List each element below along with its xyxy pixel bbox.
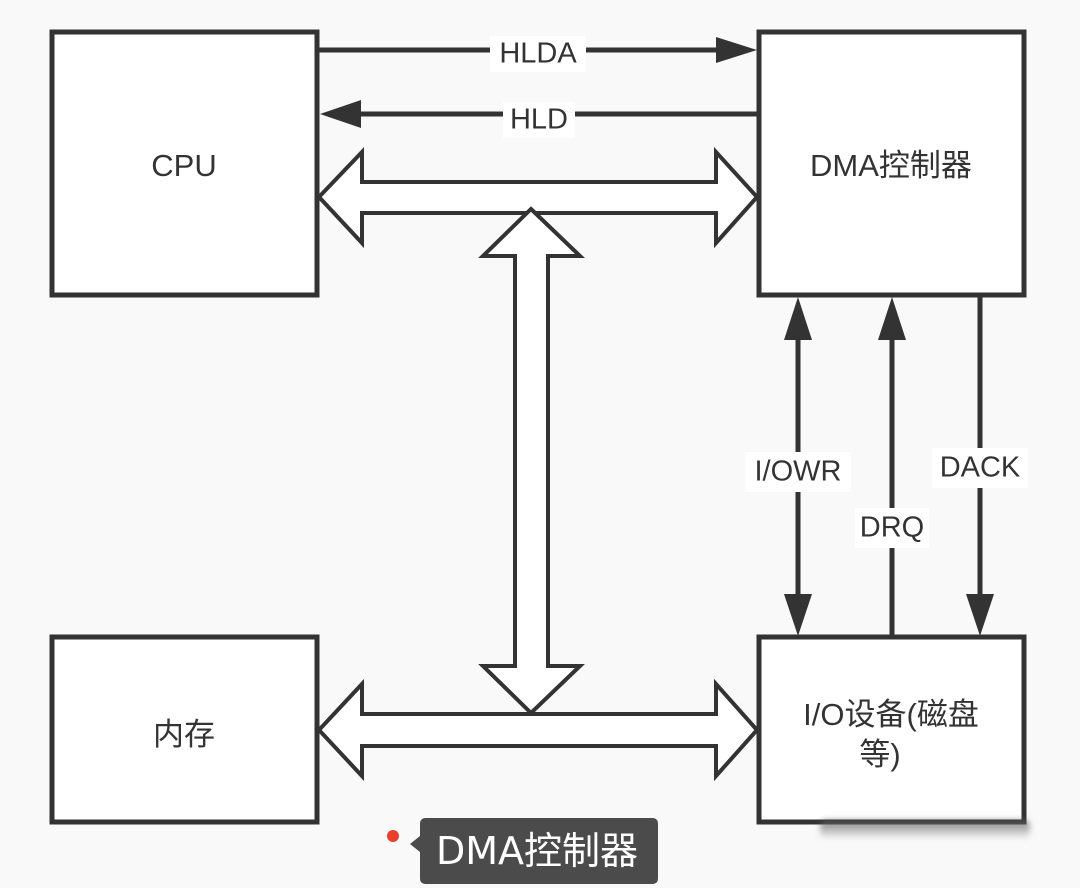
io-box [756,634,1027,825]
io-label-line2: 等) [859,737,900,772]
iowr-label-bg [745,452,851,492]
memory-io-bus-arrow [316,678,760,782]
cpu-dma-bus-arrow [316,146,760,249]
memory-node: 内存 [49,634,320,825]
memory-label: 内存 [153,717,215,752]
drq-label-bg [855,508,929,548]
drq-arrowhead-icon [878,297,906,340]
dma-node: DMA控制器 [756,29,1027,298]
iowr-label: I/OWR [755,456,842,488]
dack-signal: DACK [932,296,1028,636]
dack-label-bg [932,448,1028,488]
iowr-arrowhead-up-icon [784,297,812,340]
dack-label: DACK [940,452,1021,484]
cpu-box [49,29,320,298]
io-label-line1: I/O设备(磁盘 [803,697,979,732]
hlda-label: HLDA [499,38,577,70]
watermark-smudge [820,820,1030,838]
hld-label-bg [503,102,575,138]
memory-box [49,634,320,825]
hlda-arrowhead-icon [716,37,757,63]
hld-arrowhead-icon [320,100,361,128]
system-bus-vertical-arrow [478,206,585,716]
cpu-node: CPU [49,29,320,298]
hld-label: HLD [510,104,568,136]
iowr-arrowhead-down-icon [784,594,812,636]
drq-signal: DRQ [855,297,929,636]
dack-arrowhead-icon [966,594,994,636]
dma-label: DMA控制器 [810,148,972,183]
dma-box [756,29,1027,298]
hlda-signal: HLDA [318,36,757,72]
cpu-label: CPU [151,148,216,183]
io-node: I/O设备(磁盘 等) [756,634,1027,825]
caption-dot-icon [387,830,399,842]
image-caption-tag: DMA控制器 [409,818,659,884]
hlda-label-bg [490,36,586,72]
iowr-signal: I/OWR [745,297,851,636]
drq-label: DRQ [860,512,924,544]
hld-signal: HLD [320,100,758,138]
